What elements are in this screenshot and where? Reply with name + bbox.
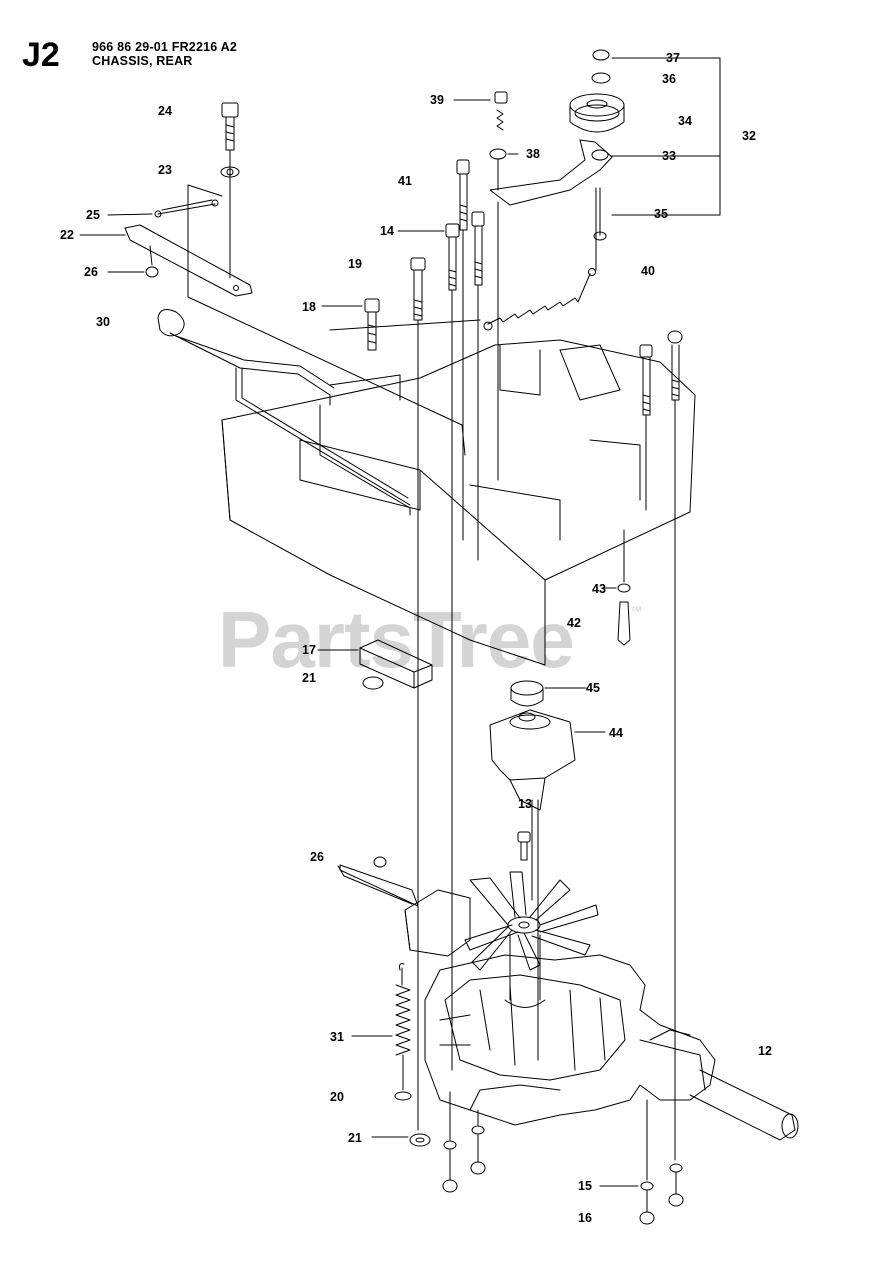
nut-38: [489, 148, 507, 160]
watermark: PartsTree: [218, 595, 575, 684]
nut-39: [494, 91, 508, 104]
bolt-13: [517, 831, 531, 843]
callout-13: 13: [518, 797, 532, 811]
callout-40: 40: [641, 264, 655, 278]
idler-arm-33: [489, 139, 613, 481]
cooling-fan: [464, 871, 599, 1008]
nut-37: [592, 49, 610, 61]
spring-31: [394, 963, 412, 1101]
spring-40: [483, 268, 596, 331]
callout-20: 20: [330, 1090, 344, 1104]
callout-37: 37: [666, 51, 680, 65]
callout-25: 25: [86, 208, 100, 222]
callout-45: 45: [586, 681, 600, 695]
chassis-plate: [221, 319, 696, 666]
callout-31: 31: [330, 1030, 344, 1044]
part-number-line: 966 86 29-01 FR2216 A2: [92, 40, 238, 54]
bolt-right-a: [639, 344, 653, 511]
reservoir-44: [489, 709, 576, 1061]
callout-26: 26: [84, 265, 98, 279]
washer-36: [591, 72, 611, 84]
filler-cap-45: [510, 680, 544, 722]
callout-42: 42: [567, 616, 581, 630]
screw-18: [364, 298, 380, 351]
long-bolt-14: [445, 223, 460, 1071]
long-bolt-center: [471, 211, 485, 561]
callout-16: 16: [578, 1211, 592, 1225]
callout-14: 14: [380, 224, 394, 238]
callout-21: 21: [348, 1131, 362, 1145]
long-bolt-41: [456, 159, 470, 541]
washer-43: [617, 583, 631, 593]
callout-36: 36: [662, 72, 676, 86]
section-title: CHASSIS, REAR: [92, 54, 193, 68]
lever-30: [157, 309, 411, 516]
callout-34: 34: [678, 114, 692, 128]
page-code: J2: [22, 36, 60, 74]
callout-layer: 37 36 34 32 33 35 39 38 41 24 23 25 22 26 14 19 40 18 30 43…: [60, 51, 772, 1225]
group-bracket-32: [679, 57, 721, 216]
callout-43: 43: [592, 582, 606, 596]
callout-30: 30: [96, 315, 110, 329]
callout-18: 18: [302, 300, 316, 314]
callout-23: 23: [158, 163, 172, 177]
watermark-trademark: ™: [630, 604, 642, 618]
nut-21: [409, 1133, 431, 1147]
clip-42: [617, 601, 631, 646]
callout-26: 26: [310, 850, 324, 864]
callout-44: 44: [609, 726, 623, 740]
callout-22: 22: [60, 228, 74, 242]
callout-39: 39: [430, 93, 444, 107]
washer-15: [640, 1181, 654, 1191]
adjuster-arm: [124, 184, 466, 456]
callout-33: 33: [662, 149, 676, 163]
callout-21: 21: [302, 671, 316, 685]
callout-12: 12: [758, 1044, 772, 1058]
callout-17: 17: [302, 643, 316, 657]
bracket-17: [359, 639, 433, 689]
callout-24: 24: [158, 104, 172, 118]
callout-32: 32: [742, 129, 756, 143]
callout-35: 35: [654, 207, 668, 221]
clip-26-lower: [373, 856, 387, 868]
long-bolt-19: [410, 257, 426, 1131]
leader-lines: [79, 57, 681, 1187]
pulley-34: [569, 93, 625, 133]
nut-16: [639, 1211, 655, 1225]
callout-41: 41: [398, 174, 412, 188]
transaxle-body: [337, 864, 799, 1141]
callout-15: 15: [578, 1179, 592, 1193]
callout-38: 38: [526, 147, 540, 161]
bolt-24: [220, 102, 240, 279]
bolt-right-b: [667, 330, 683, 1161]
callout-19: 19: [348, 257, 362, 271]
clip-21-top: [362, 676, 384, 690]
